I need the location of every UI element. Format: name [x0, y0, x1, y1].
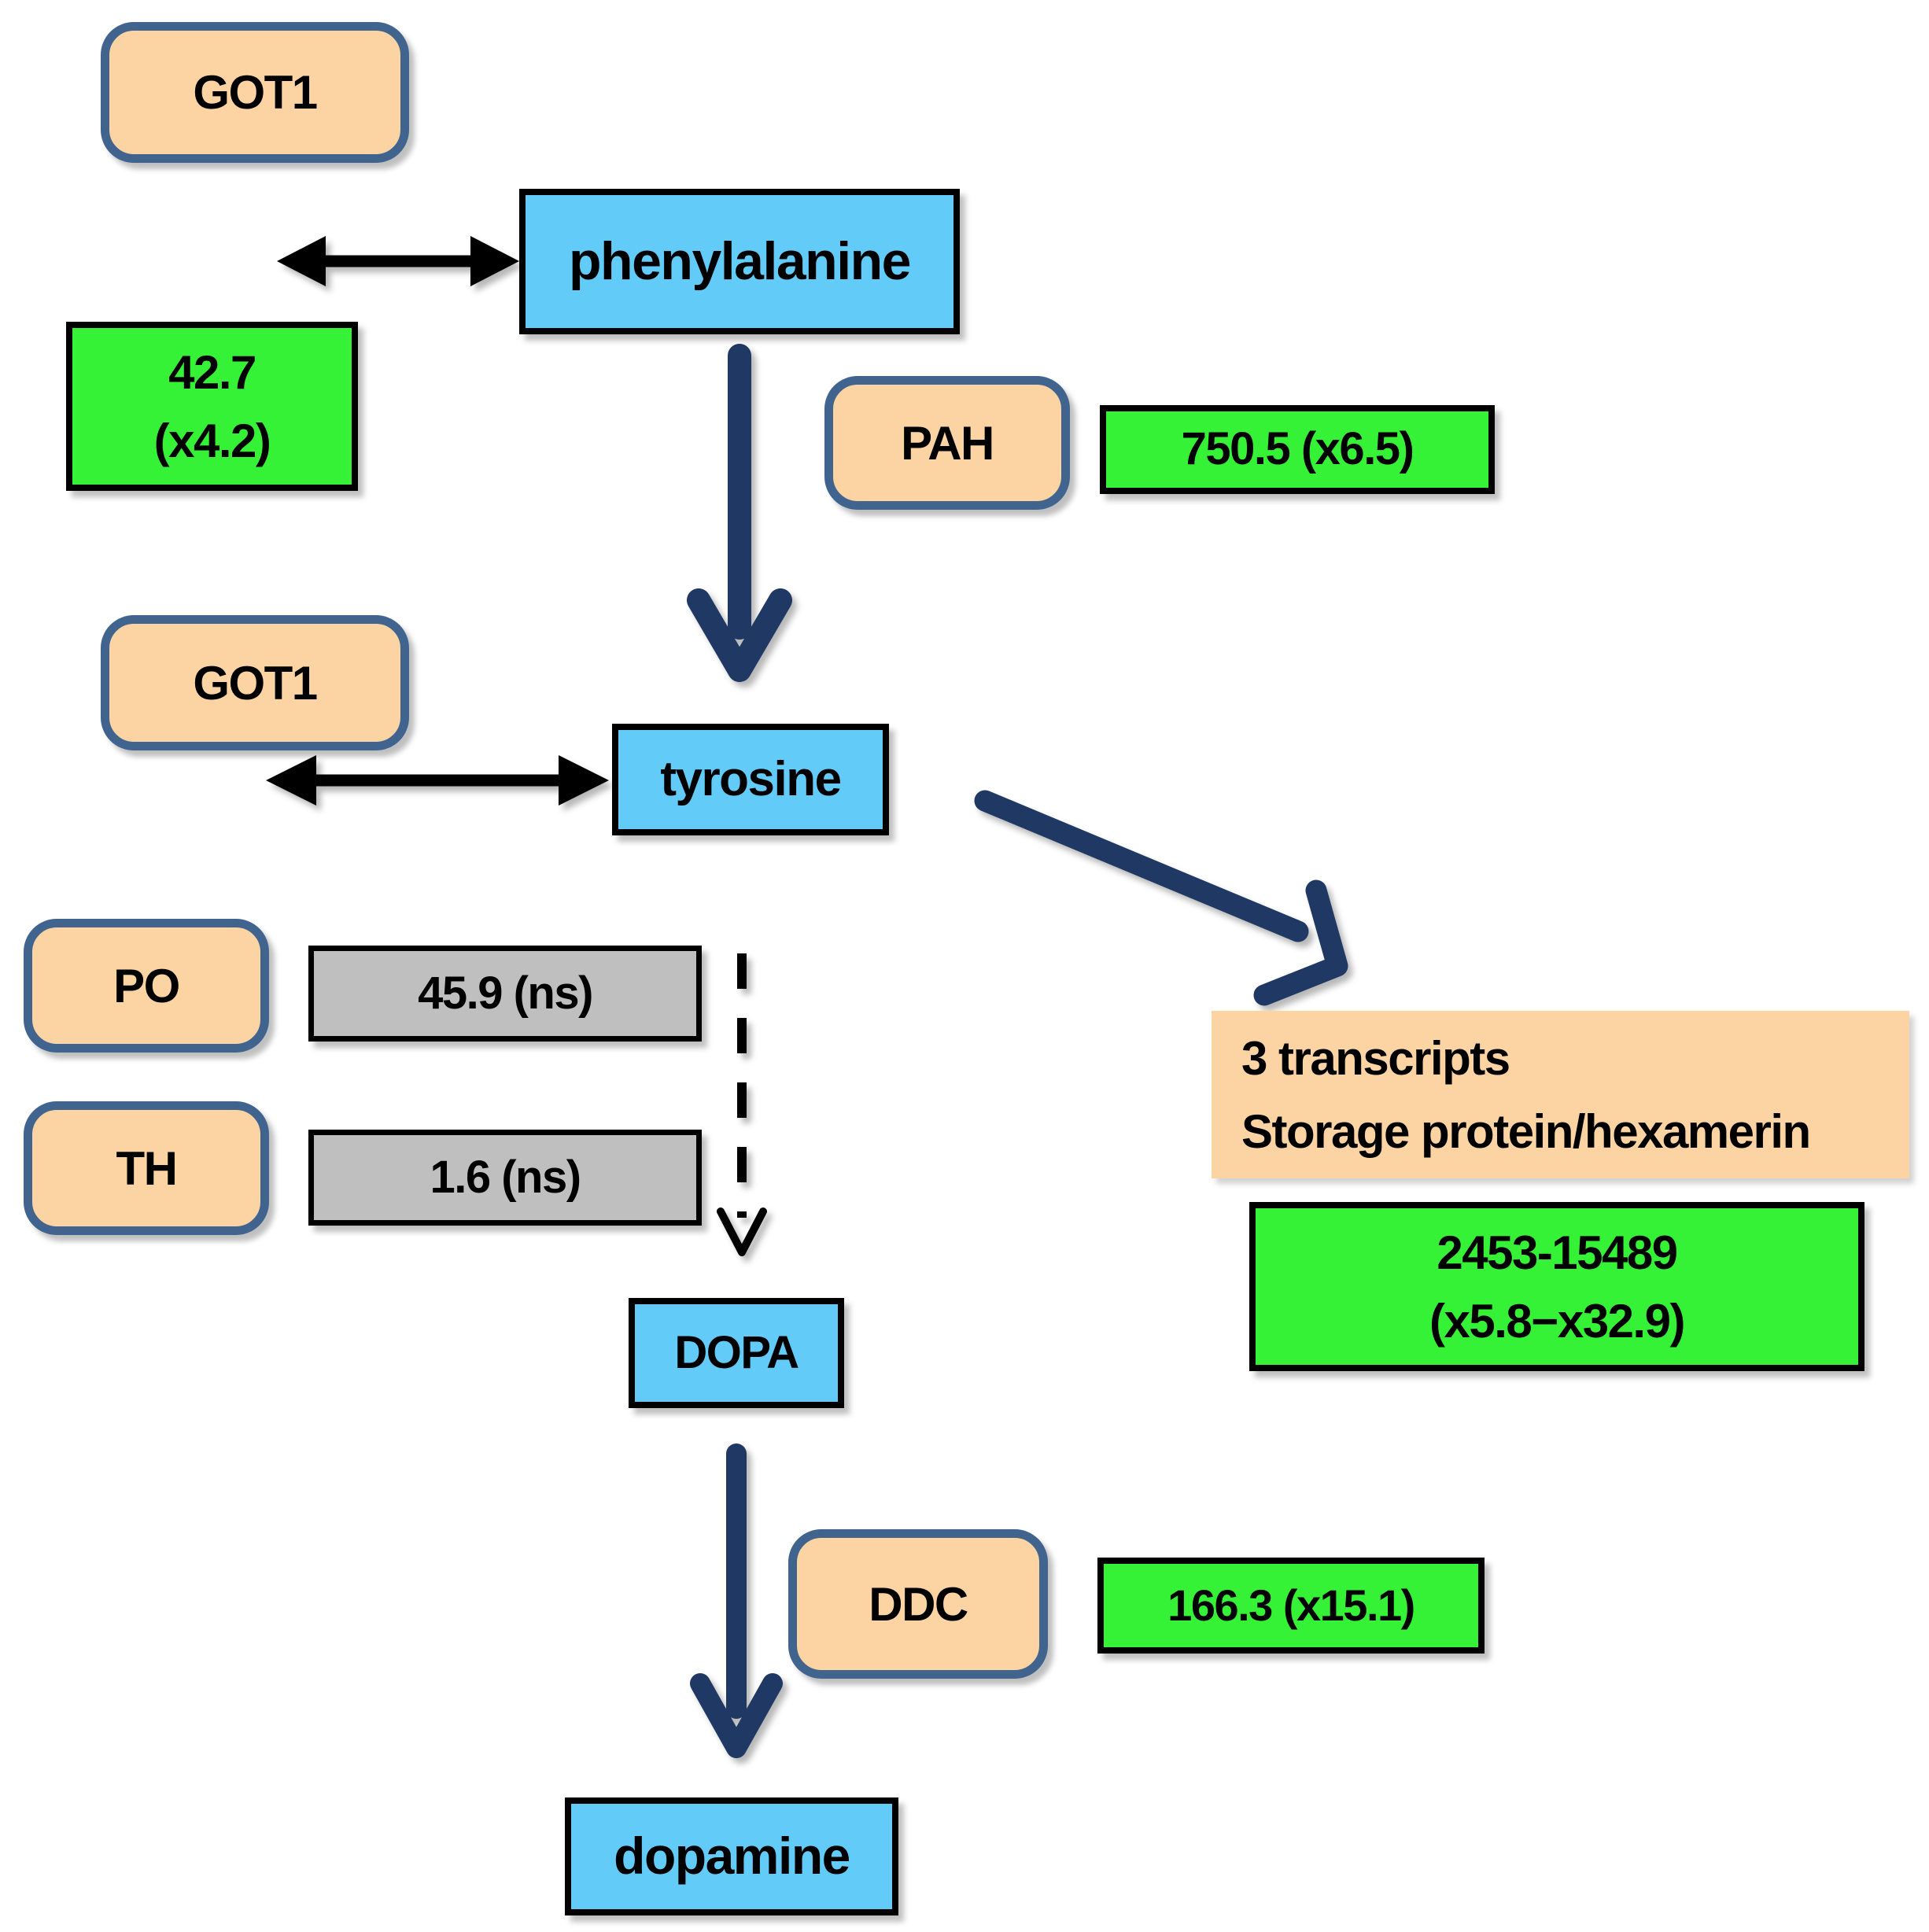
- value-got1-line2: (x4.2): [153, 414, 271, 467]
- metabolite-dopa-label: DOPA: [674, 1326, 799, 1378]
- enzyme-got1-mid-label: GOT1: [193, 656, 318, 710]
- enzyme-got1-top-label: GOT1: [193, 66, 318, 119]
- value-th-label: 1.6 (ns): [430, 1151, 581, 1203]
- flow-arrow-phenylalanine-tyrosine: [687, 344, 792, 682]
- enzyme-pah-label: PAH: [901, 416, 994, 470]
- value-po-label: 45.9 (ns): [418, 967, 593, 1019]
- enzyme-th-label: TH: [116, 1141, 178, 1195]
- metabolite-tyrosine-label: tyrosine: [660, 752, 842, 807]
- exchange-arrow-got1-tyrosine: [266, 755, 609, 806]
- flow-arrow-tyrosine-dopa-dashed: [717, 953, 767, 1256]
- value-ddc-label: 166.3 (x15.1): [1167, 1580, 1415, 1631]
- value-got1: 42.7 (x4.2): [66, 322, 358, 491]
- storage-protein-note: 3 transcripts Storage protein/hexamerin: [1212, 1011, 1909, 1178]
- value-pah-label: 750.5 (x6.5): [1181, 423, 1414, 475]
- exchange-arrow-got1-phenylalanine: [277, 236, 519, 286]
- enzyme-got1-mid: GOT1: [101, 615, 409, 750]
- value-storage-line2: (x5.8−x32.9): [1429, 1294, 1685, 1348]
- enzyme-ddc: DDC: [788, 1529, 1048, 1679]
- value-pah: 750.5 (x6.5): [1100, 405, 1495, 494]
- value-got1-line1: 42.7: [168, 345, 256, 399]
- enzyme-th: TH: [24, 1101, 269, 1235]
- value-po: 45.9 (ns): [308, 946, 702, 1042]
- metabolite-dopamine-label: dopamine: [614, 1827, 850, 1886]
- flow-arrow-tyrosine-storage: [974, 790, 1348, 1006]
- value-th: 1.6 (ns): [308, 1130, 702, 1226]
- flow-arrow-dopa-dopamine: [690, 1443, 783, 1758]
- metabolite-dopamine: dopamine: [565, 1797, 898, 1915]
- metabolite-dopa: DOPA: [629, 1298, 844, 1408]
- value-ddc: 166.3 (x15.1): [1097, 1558, 1485, 1654]
- value-storage-line1: 2453-15489: [1437, 1226, 1678, 1279]
- enzyme-ddc-label: DDC: [869, 1577, 968, 1631]
- enzyme-po: PO: [24, 919, 269, 1053]
- storage-protein-note-line2: Storage protein/hexamerin: [1241, 1104, 1811, 1158]
- metabolite-phenylalanine-label: phenylalanine: [569, 231, 911, 292]
- enzyme-po-label: PO: [113, 959, 180, 1012]
- enzyme-pah: PAH: [824, 376, 1070, 510]
- value-storage: 2453-15489 (x5.8−x32.9): [1249, 1202, 1864, 1371]
- metabolite-tyrosine: tyrosine: [612, 724, 889, 835]
- enzyme-got1-top: GOT1: [101, 22, 409, 163]
- storage-protein-note-line1: 3 transcripts: [1241, 1031, 1510, 1085]
- metabolite-phenylalanine: phenylalanine: [519, 189, 960, 334]
